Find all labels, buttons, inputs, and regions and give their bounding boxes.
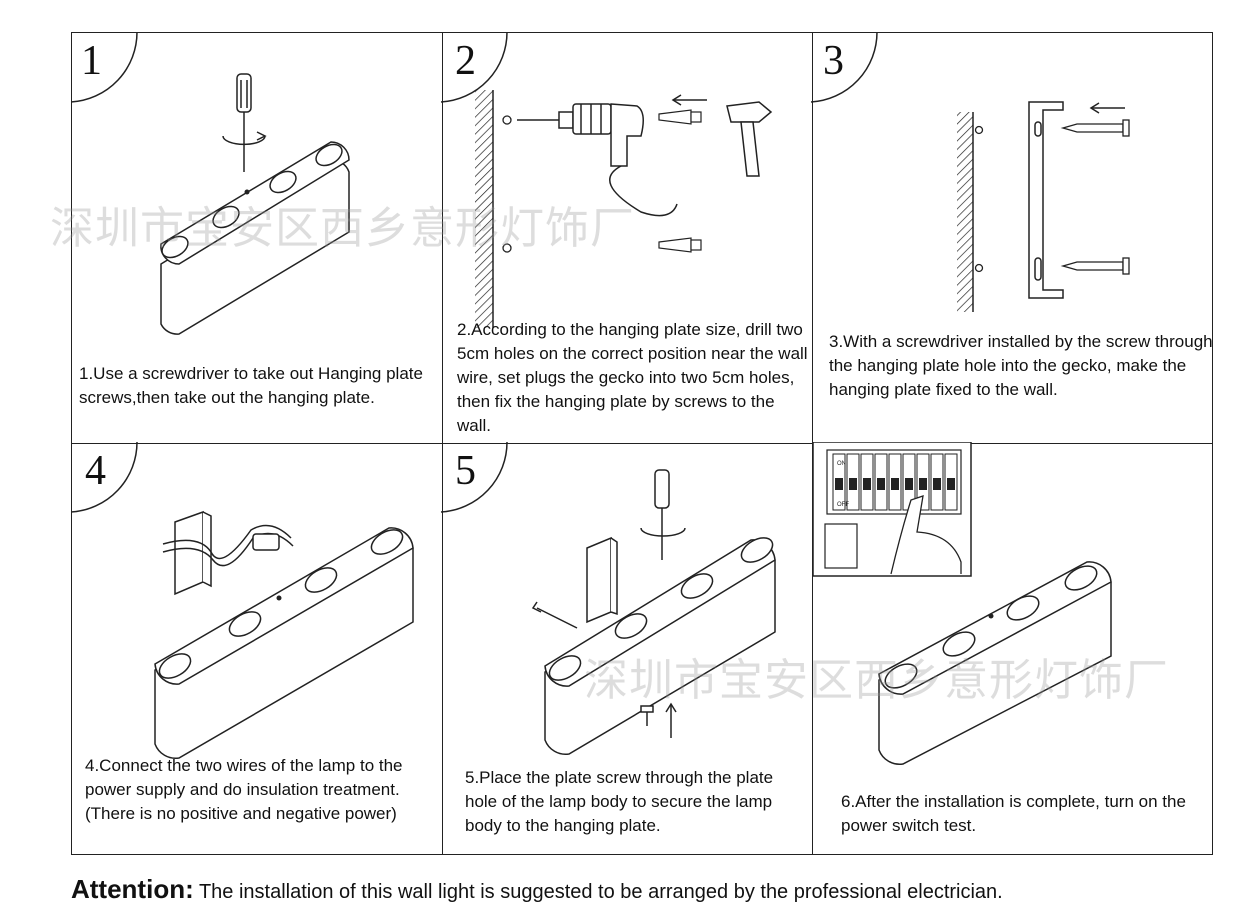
step-description: 6.After the installation is complete, tu… (841, 792, 1186, 835)
step-6-panel: ON OFF 6.After the installation is compl… (811, 442, 1213, 855)
step-3-panel: 3 3.With a screwdriver installed by the … (811, 32, 1213, 442)
step-description: 3.With a screwdriver installed by the sc… (829, 332, 1213, 399)
watermark-text: 深圳市宝安区西乡意形灯饰厂 (50, 203, 635, 254)
switch-off-label: OFF (837, 502, 849, 508)
wall-icon (475, 90, 493, 328)
lamp-body-icon (544, 537, 776, 756)
step-description: 5.Place the plate screw through the plat… (465, 768, 774, 835)
wall-icon (957, 112, 973, 312)
step-4-panel: 4 4.Connect the two wires of the lamp to… (71, 442, 441, 855)
hanging-plate-icon (1028, 101, 1064, 299)
step-2-panel: 2 2.According to the hanging plate size,… (441, 32, 811, 442)
step-description: 4.Connect the two wires of the lamp to t… (85, 756, 403, 823)
step-2-illustration (441, 32, 773, 328)
step-3-illustration (811, 32, 1130, 312)
breaker-panel-icon (812, 442, 972, 577)
lamp-body-icon (154, 527, 414, 760)
step-number: 1 (81, 38, 102, 84)
grid-divider (72, 443, 1212, 444)
step-1-illustration (71, 32, 350, 335)
lamp-body-icon (878, 561, 1112, 766)
step-description: 1.Use a screwdriver to take out Hanging … (79, 364, 423, 407)
screw-icon (1060, 119, 1130, 275)
attention-note: Attention: The installation of this wall… (71, 874, 1003, 905)
screwdriver-icon (640, 469, 686, 560)
wall-plug-icon (658, 109, 702, 253)
attention-text: The installation of this wall light is s… (193, 881, 1003, 903)
attention-label: Attention: (71, 874, 194, 904)
step-description: 2.According to the hanging plate size, d… (457, 320, 808, 435)
watermark-text: 深圳市宝安区西乡意形灯饰厂 (584, 655, 1169, 706)
switch-on-label: ON (837, 461, 846, 467)
step-6-illustration: ON OFF (812, 442, 1112, 766)
step-4-illustration (71, 442, 414, 760)
step-number: 2 (455, 38, 476, 84)
step-5-panel: 5 5.Place the plate screw through the pl… (441, 442, 811, 855)
hammer-icon (726, 101, 773, 177)
step-number: 5 (455, 448, 476, 494)
step-1-panel: 1 1.Use a screwdriver to take out Hangin… (71, 32, 441, 442)
step-number: 3 (823, 38, 844, 84)
step-number: 4 (85, 448, 106, 494)
drill-icon (517, 103, 678, 217)
step-5-illustration (441, 442, 776, 756)
